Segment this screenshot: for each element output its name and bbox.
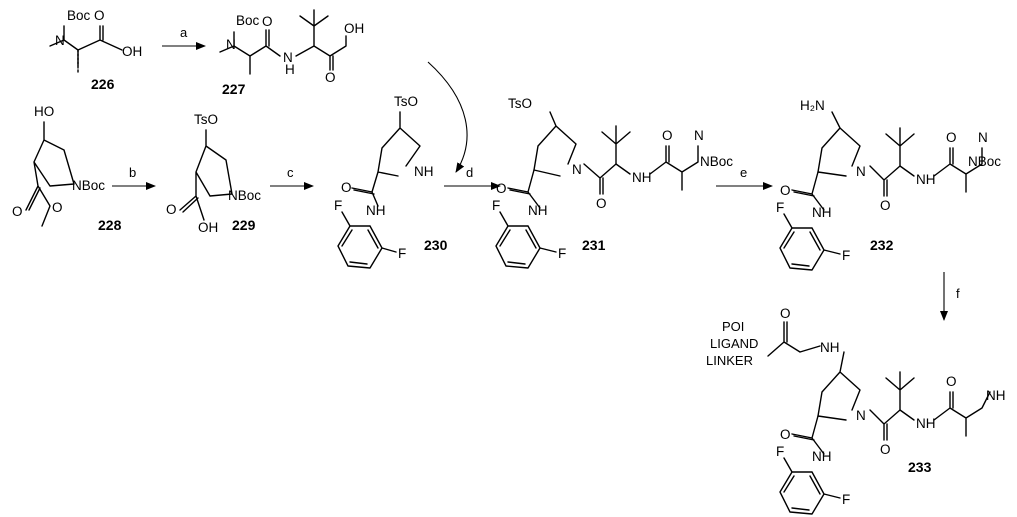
atom-o: O [52,200,63,215]
atom-n: N [572,162,582,177]
atom-f: F [776,444,784,459]
poi-label: POI [722,319,744,334]
atom-nh: NH [632,170,652,185]
curved-arrow [427,61,468,173]
atom-o: O [880,442,891,457]
atom-n: N [226,37,236,52]
atom-tso: TsO [508,96,532,111]
atom-ho: HO [34,104,54,119]
atom-n: N [856,164,866,179]
compound-number: 232 [870,237,894,253]
atom-nh: NH [812,449,832,464]
compound-231: TsO N O NH O N NBoc O NH F F 231 [492,96,733,269]
reaction-arrow-d: d [444,165,501,190]
compound-232: H₂N N O NH O N NBoc O NH F F 232 [776,98,1001,271]
atom-nh: NH [820,340,840,355]
atom-o: O [166,202,177,217]
atom-o: O [946,374,957,389]
atom-n: N [55,33,65,48]
atom-o: O [596,196,607,211]
atom-o: O [780,306,791,321]
atom-f: F [842,492,850,507]
atom-f: F [558,246,566,261]
atom-f: F [492,198,500,213]
atom-nh: N [283,50,293,65]
atom-oh: OH [344,21,364,36]
atom-nboc: NBoc [968,154,1001,169]
atom-f: F [776,200,784,215]
reagent-label: c [287,165,294,180]
compound-number: 228 [98,217,122,233]
reagent-label: b [129,165,136,180]
atom-nboc: NBoc [700,154,733,169]
atom-o: O [94,8,105,23]
atom-tso: TsO [194,112,218,127]
atom-n: N [694,128,704,143]
atom-o: O [946,130,957,145]
atom-o: O [496,181,507,196]
atom-nboc: NBoc [228,188,261,203]
atom-oh: OH [198,220,218,235]
reaction-arrow-f: f [940,272,960,321]
atom-f: F [398,246,406,261]
ligand-label: LIGAND [710,336,758,351]
atom-nh: NH [812,205,832,220]
atom-o: O [780,427,791,442]
compound-229: TsO NBoc O OH 229 [166,112,261,235]
compound-number: 230 [424,237,448,253]
atom-oh: OH [122,44,142,59]
compound-230: TsO NH O NH F F 230 [334,94,448,269]
atom-nh: NH [986,388,1006,403]
atom-o: O [780,183,791,198]
atom-boc: Boc [236,13,260,28]
atom-o: O [12,204,23,219]
atom-nh: NH [916,416,936,431]
compound-227: N Boc O N H OH O 227 [219,9,364,97]
atom-nh: NH [414,164,434,179]
reaction-arrow-c: c [270,165,314,190]
atom-f: F [334,198,342,213]
atom-n: N [856,408,866,423]
compound-226: N Boc O OH 226 [49,8,142,92]
atom-tso: TsO [394,94,418,109]
reaction-arrow-a: a [162,25,206,50]
compound-228: HO NBoc O O 228 [12,104,122,233]
atom-n: N [978,130,988,145]
atom-nh: NH [916,172,936,187]
atom-o: O [341,180,352,195]
atom-nh: NH [528,203,548,218]
atom-h: H [285,62,295,77]
atom-boc: Boc [67,8,91,23]
reaction-arrow-b: b [112,165,156,190]
reagent-label: f [956,286,960,301]
compound-number: 233 [908,459,932,475]
compound-number: 227 [222,81,246,97]
atom-h2n: H₂N [800,98,825,113]
atom-o: O [325,70,336,85]
compound-number: 231 [582,237,606,253]
atom-nboc: NBoc [72,178,105,193]
linker-label: LINKER [706,353,753,368]
compound-number: 226 [91,76,115,92]
reagent-label: e [740,165,747,180]
reagent-label: d [466,165,473,180]
atom-o: O [262,14,273,29]
compound-233: POI LIGAND LINKER O NH N O NH O NH O NH … [706,306,1006,515]
atom-o: O [662,128,673,143]
atom-f: F [842,248,850,263]
reagent-label: a [180,25,188,40]
atom-nh: NH [366,203,386,218]
reaction-arrow-e: e [716,165,773,190]
atom-o: O [880,198,891,213]
compound-number: 229 [232,217,256,233]
